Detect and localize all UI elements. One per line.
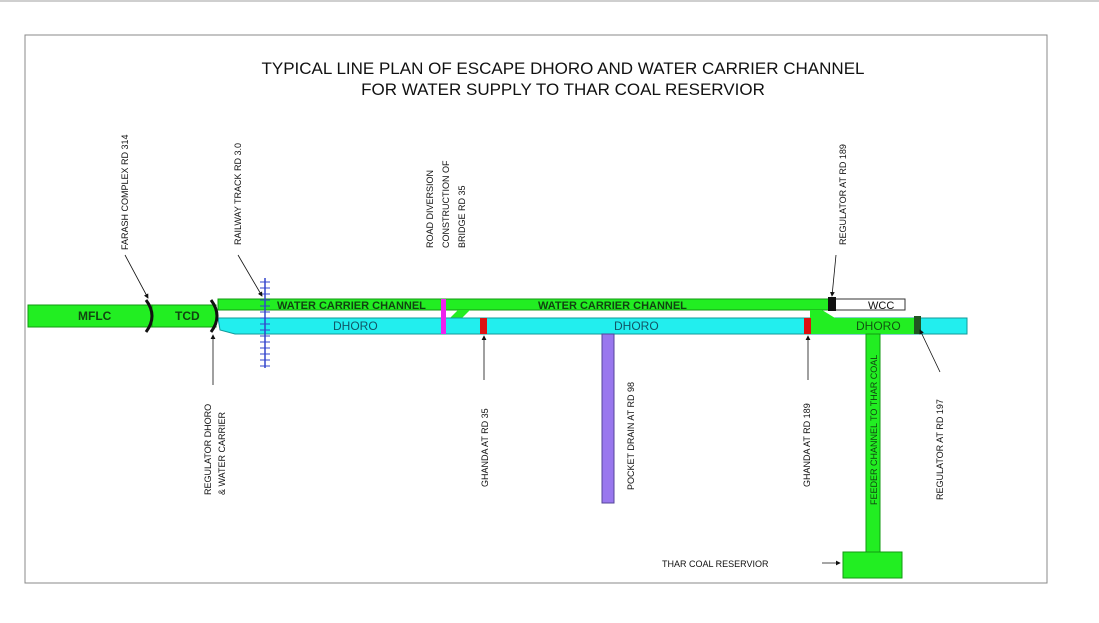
feeder-label: FEEDER CHANNEL TO THAR COAL <box>869 355 879 505</box>
dhoro-green-section <box>810 310 920 334</box>
water-carrier-label-2: WATER CARRIER CHANNEL <box>538 300 687 312</box>
railway-track-label: RAILWAY TRACK RD 3.0 <box>233 143 243 245</box>
dhoro-label-2: DHORO <box>614 319 659 333</box>
title-line-2: FOR WATER SUPPLY TO THAR COAL RESERVIOR <box>361 80 765 99</box>
reservoir-label: THAR COAL RESERVIOR <box>662 559 769 569</box>
tcd-label: TCD <box>175 309 200 323</box>
ghanda-rd35-label: GHANDA AT RD 35 <box>480 408 490 487</box>
ghanda-rd35 <box>480 318 487 334</box>
ghanda-rd189 <box>804 318 811 334</box>
regulator-bracket-tcd <box>209 299 219 333</box>
regulator-rd197-label: REGULATOR AT RD 197 <box>935 399 945 500</box>
regulator-rd197 <box>914 316 921 334</box>
top-border <box>0 0 1099 2</box>
pocket-drain <box>601 333 615 504</box>
road-diversion-label-2: CONSTRUCTION OF <box>441 160 451 248</box>
regulator-bracket-mflc <box>144 299 154 333</box>
regulator-rd189 <box>828 297 836 311</box>
road-diversion-bridge <box>441 299 446 334</box>
ghanda-rd189-label: GHANDA AT RD 189 <box>802 403 812 487</box>
title-line-1: TYPICAL LINE PLAN OF ESCAPE DHORO AND WA… <box>262 59 865 78</box>
mflc-label: MFLC <box>78 309 112 323</box>
dhoro-label-1: DHORO <box>333 319 378 333</box>
pocket-drain-label: POCKET DRAIN AT RD 98 <box>626 382 636 490</box>
regulator-rd189-label: REGULATOR AT RD 189 <box>838 144 848 245</box>
wcc-label: WCC <box>868 300 894 312</box>
thar-coal-reservoir <box>842 551 903 579</box>
dhoro-label-3: DHORO <box>856 319 901 333</box>
farash-complex-label: FARASH COMPLEX RD 314 <box>120 134 130 250</box>
railway-track <box>260 278 270 368</box>
road-diversion-label-3: BRIDGE RD 35 <box>457 185 467 248</box>
water-carrier-label-1: WATER CARRIER CHANNEL <box>277 300 426 312</box>
connector-35 <box>450 310 470 318</box>
regulator-dhoro-label-1: REGULATOR DHORO <box>203 404 213 495</box>
road-diversion-label-1: ROAD DIVERSION <box>425 170 435 248</box>
regulator-dhoro-label-2: & WATER CARRIER <box>217 411 227 495</box>
drawing-frame <box>24 34 1048 584</box>
